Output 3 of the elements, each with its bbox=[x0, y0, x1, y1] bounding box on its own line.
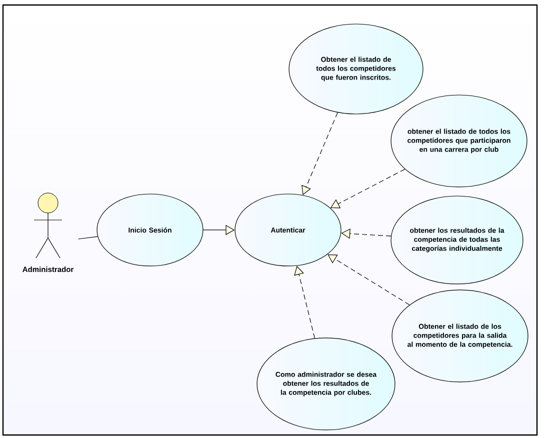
association-line bbox=[78, 236, 98, 240]
arrow bbox=[328, 254, 410, 306]
arrow bbox=[341, 228, 392, 239]
